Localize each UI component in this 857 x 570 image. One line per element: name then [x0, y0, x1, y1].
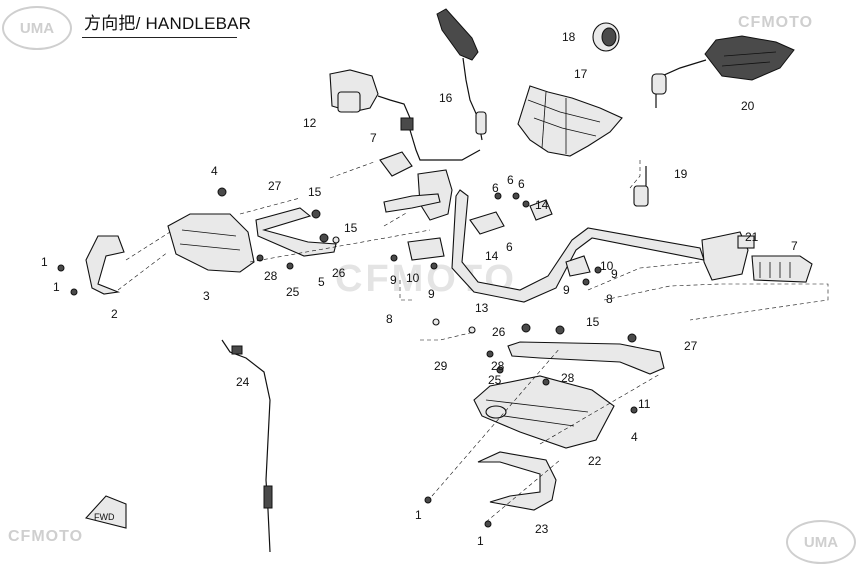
- right-mirror-part: [651, 35, 795, 108]
- callout-28: 28: [264, 269, 278, 283]
- brake-lever-part: [383, 193, 441, 213]
- top-cover-part: [517, 85, 623, 157]
- handlebar-clamp-part: [407, 199, 591, 277]
- left-bracket-part: [255, 207, 337, 257]
- callout-1: 1: [53, 280, 60, 294]
- callout-26: 26: [492, 325, 506, 339]
- deflector-part: [477, 451, 557, 511]
- right-handguard-part: [473, 375, 615, 449]
- callout-4: 4: [631, 430, 638, 444]
- uma-logo-top-left: UMA: [2, 6, 72, 50]
- callout-21: 21: [745, 230, 759, 244]
- callout-5: 5: [318, 275, 325, 289]
- wire-connector-part: [633, 166, 649, 207]
- callout-10: 10: [406, 271, 420, 285]
- callout-29: 29: [434, 359, 448, 373]
- callout-11: 11: [638, 397, 651, 411]
- callout-6: 6: [492, 181, 499, 195]
- callout-8: 8: [386, 312, 393, 326]
- callout-1: 1: [415, 508, 422, 522]
- left-mirror-part: [436, 8, 487, 141]
- callout-1: 1: [41, 255, 48, 269]
- callout-9: 9: [390, 273, 397, 287]
- callout-27: 27: [684, 339, 698, 353]
- right-bracket-part: [507, 341, 665, 375]
- callout-9: 9: [428, 287, 435, 301]
- fwd-arrow: FWD: [84, 495, 127, 529]
- callout-25: 25: [286, 285, 300, 299]
- callout-3: 3: [203, 289, 210, 303]
- callout-25: 25: [488, 373, 502, 387]
- callout-labels: 1 1 2 3 4 27 15 15 26 28 25 5 12 7 16 18…: [41, 30, 798, 548]
- callout-10: 10: [600, 259, 614, 273]
- left-handguard-part: [85, 213, 255, 295]
- callout-9: 9: [611, 267, 618, 281]
- cfmoto-logo-top-right: CFMOTO: [738, 14, 814, 31]
- callout-8: 8: [606, 292, 613, 306]
- svg-text:FWD: FWD: [94, 512, 115, 522]
- callout-22: 22: [588, 454, 602, 468]
- right-switch-part: [701, 231, 813, 283]
- leader-lines: [117, 160, 829, 523]
- callout-28: 28: [561, 371, 575, 385]
- callout-17: 17: [574, 67, 588, 81]
- cfmoto-logo-bottom-left: CFMOTO: [8, 528, 84, 545]
- cap-part: [592, 22, 620, 52]
- callout-12: 12: [303, 116, 317, 130]
- callout-7: 7: [370, 131, 377, 145]
- throttle-cable-part: [221, 339, 273, 553]
- callout-15: 15: [308, 185, 322, 199]
- callout-15: 15: [586, 315, 600, 329]
- callout-27: 27: [268, 179, 282, 193]
- callout-14: 14: [485, 249, 499, 263]
- fasteners: [57, 187, 638, 528]
- callout-19: 19: [674, 167, 688, 181]
- callout-26: 26: [332, 266, 346, 280]
- callout-6: 6: [507, 173, 514, 187]
- callout-28: 28: [491, 359, 505, 373]
- callout-2: 2: [111, 307, 118, 321]
- master-cylinder-part: [329, 69, 414, 131]
- uma-logo-bottom-right: UMA: [786, 520, 856, 564]
- handlebar-part: [451, 189, 705, 303]
- callout-4: 4: [211, 164, 218, 178]
- callout-14: 14: [535, 198, 549, 212]
- callout-6: 6: [506, 240, 513, 254]
- callout-15: 15: [344, 221, 358, 235]
- callout-6: 6: [518, 177, 525, 191]
- callout-16: 16: [439, 91, 453, 105]
- callout-1: 1: [477, 534, 484, 548]
- callout-7: 7: [791, 239, 798, 253]
- page-title: 方向把/ HANDLEBAR: [84, 14, 252, 33]
- callout-24: 24: [236, 375, 250, 389]
- callout-20: 20: [741, 99, 755, 113]
- callout-23: 23: [535, 522, 549, 536]
- callout-9: 9: [563, 283, 570, 297]
- callout-13: 13: [475, 301, 489, 315]
- title-underline: [82, 37, 237, 38]
- callout-18: 18: [562, 30, 576, 44]
